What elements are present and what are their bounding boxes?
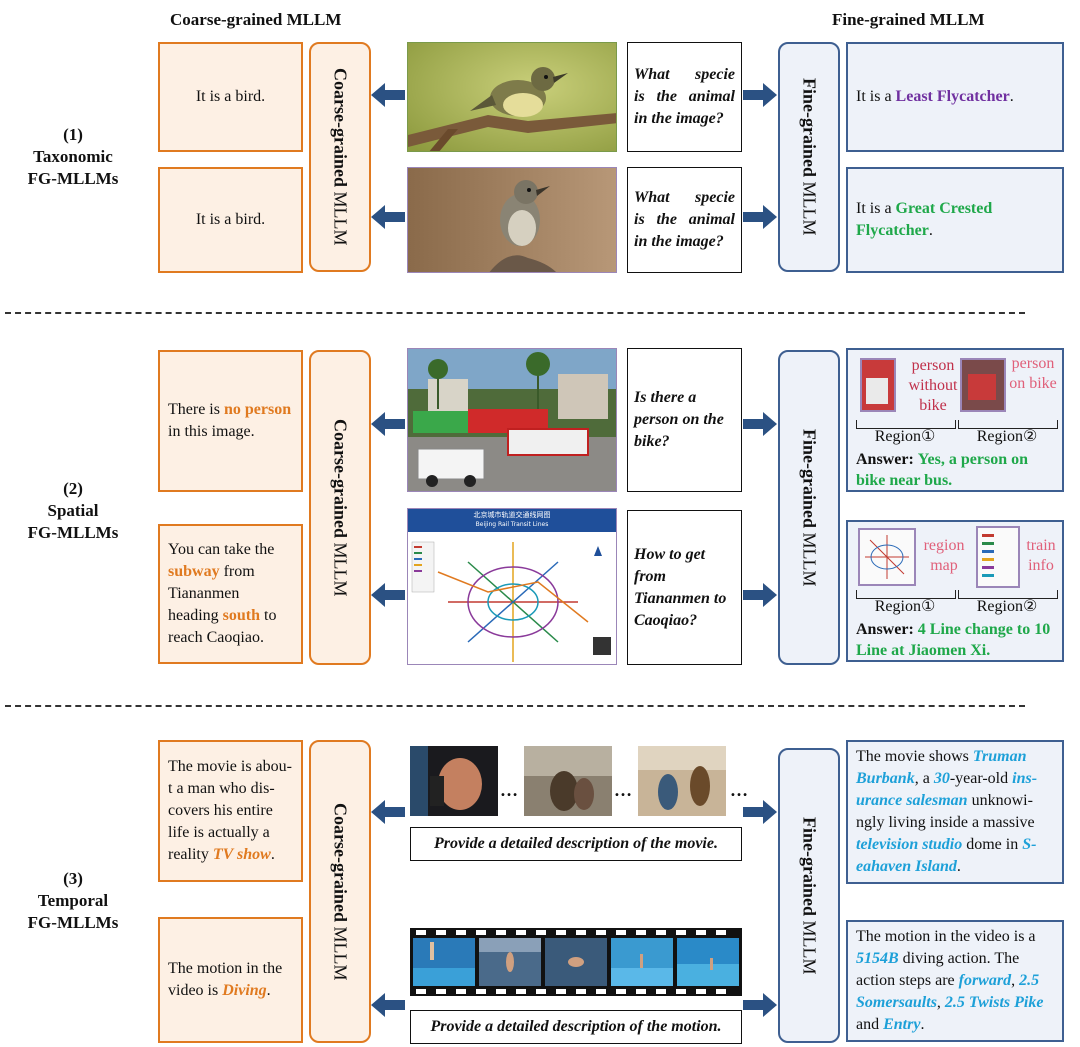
coarse-answer-box: It is a bird. — [158, 167, 303, 273]
region-crop-image — [858, 528, 916, 586]
fine-answer-box: The movie shows Truman Burbank, a 30-yea… — [846, 740, 1064, 884]
fine-mllm-pill: Fine-grained MLLM — [778, 42, 840, 272]
coarse-header: Coarse-grained MLLM — [170, 10, 342, 29]
fine-answer-box: It is a Great Crested Flycatcher. — [846, 167, 1064, 273]
coarse-mllm-pill: Coarse-grained MLLM — [309, 350, 371, 665]
diving-film-strip — [410, 928, 742, 996]
movie-frame-image — [524, 746, 612, 816]
question-box: Is there a person on the bike? — [627, 348, 742, 492]
region-label: person without bike — [908, 357, 958, 414]
coarse-answer-box: The movie is abou-t a man who dis-covers… — [158, 740, 303, 882]
fine-answer-box: The motion in the video is a 5154B divin… — [846, 920, 1064, 1042]
question-box: Provide a detailed description of the mo… — [410, 827, 742, 861]
arrow-right-icon — [743, 993, 777, 1017]
region-bracket — [958, 590, 1058, 599]
fine-mllm-pill: Fine-grained MLLM — [778, 350, 840, 665]
arrow-left-icon — [371, 412, 405, 436]
arrow-left-icon — [371, 205, 405, 229]
bird-image — [407, 42, 617, 152]
region-index: Region② — [976, 598, 1038, 615]
arrow-left-icon — [371, 83, 405, 107]
arrow-left-icon — [371, 993, 405, 1017]
arrow-right-icon — [743, 583, 777, 607]
movie-frame-image — [410, 746, 498, 816]
arrow-right-icon — [743, 412, 777, 436]
region-crop-image — [960, 358, 1006, 412]
region-index: Region① — [874, 428, 936, 445]
bird-image — [407, 167, 617, 273]
answer-text: Answer: Yes, a person on bike near bus. — [856, 451, 1028, 489]
coarse-mllm-pill: Coarse-grained MLLM — [309, 740, 371, 1043]
answer-text: Answer: 4 Line change to 10 Line at Jiao… — [856, 621, 1051, 659]
coarse-answer-box: There is no person in this image. — [158, 350, 303, 492]
ellipsis: … — [614, 780, 632, 800]
region-label: person on bike — [1009, 355, 1057, 392]
movie-frame-image — [638, 746, 726, 816]
street-scene-image — [407, 348, 617, 492]
fine-answer-box: region map train info Region① Region② An… — [846, 520, 1064, 662]
arrow-right-icon — [743, 800, 777, 824]
ellipsis: … — [730, 780, 748, 800]
coarse-answer-box: The motion in the video is Diving. — [158, 917, 303, 1043]
arrow-left-icon — [371, 800, 405, 824]
section-divider — [5, 312, 1025, 314]
question-box: How to get from Tiananmen to Caoqiao? — [627, 510, 742, 665]
region-index: Region① — [874, 598, 936, 615]
region-label: region map — [923, 537, 965, 574]
section-divider — [5, 705, 1025, 707]
region-crop-image — [860, 358, 896, 412]
ellipsis: … — [500, 780, 518, 800]
coarse-answer-box: It is a bird. — [158, 42, 303, 152]
coarse-answer-box: You can take the subway from Tiananmen h… — [158, 524, 303, 664]
arrow-right-icon — [743, 205, 777, 229]
fine-mllm-pill: Fine-grained MLLM — [778, 748, 840, 1043]
region-crop-image — [976, 526, 1020, 588]
region-bracket — [856, 420, 956, 429]
region-bracket — [958, 420, 1058, 429]
arrow-right-icon — [743, 83, 777, 107]
region-label: train info — [1026, 537, 1056, 574]
coarse-mllm-pill: Coarse-grained MLLM — [309, 42, 371, 272]
fine-header: Fine-grained MLLM — [832, 10, 985, 29]
arrow-left-icon — [371, 583, 405, 607]
region-bracket — [856, 590, 956, 599]
region-index: Region② — [976, 428, 1038, 445]
fine-answer-box: It is a Least Flycatcher. — [846, 42, 1064, 152]
fine-answer-box: person without bike person on bike Regio… — [846, 348, 1064, 492]
question-box: Provide a detailed description of the mo… — [410, 1010, 742, 1044]
